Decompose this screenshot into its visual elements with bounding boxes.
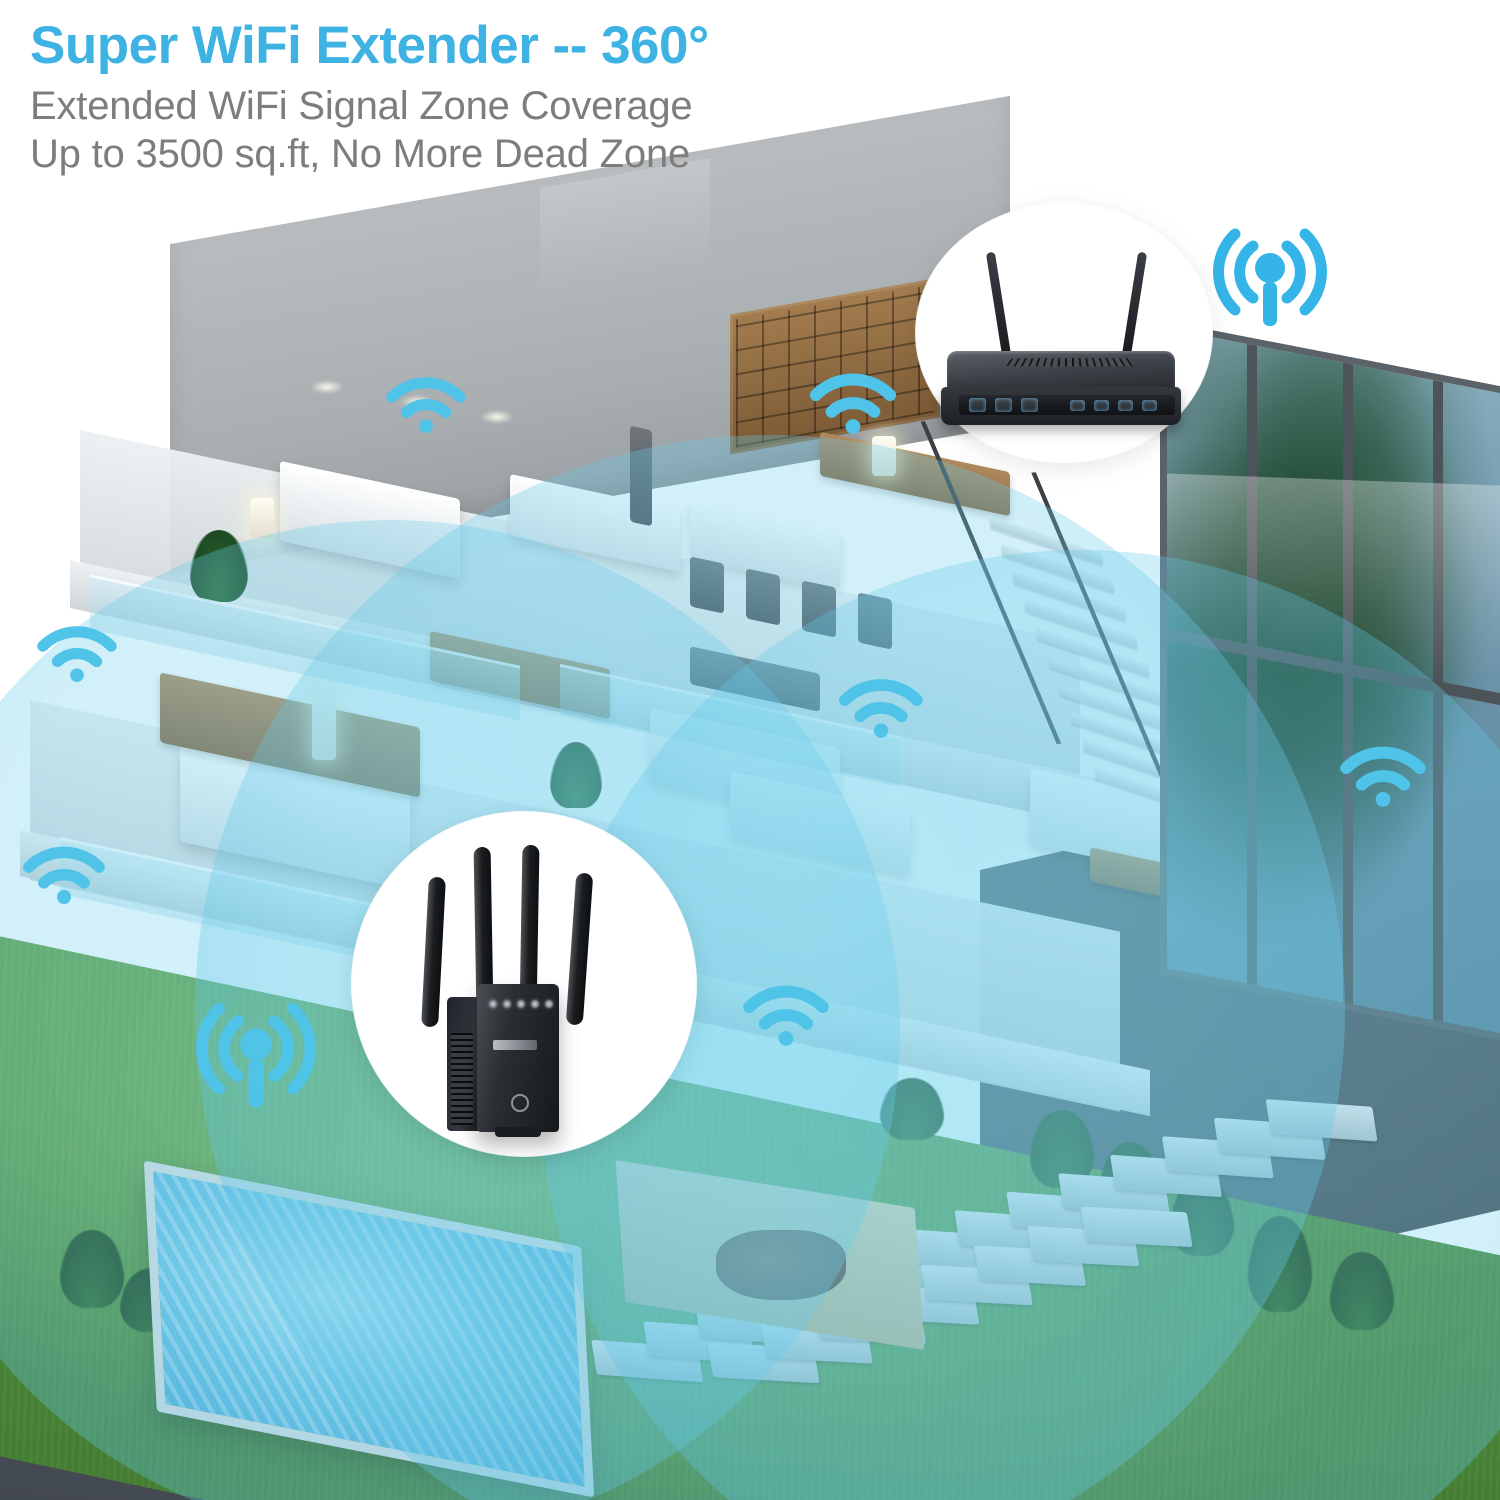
- header-block: Super WiFi Extender -- 360° Extended WiF…: [30, 18, 1030, 179]
- router-front-panel: [941, 387, 1181, 425]
- subtitle-line-1: Extended WiFi Signal Zone Coverage: [30, 83, 693, 128]
- extender-led: [531, 1000, 539, 1008]
- extender-led: [489, 1000, 497, 1008]
- wifi-range-extender: [399, 839, 649, 1137]
- router-lan-led-4: [1142, 399, 1157, 411]
- router-wan-led: [1021, 398, 1038, 412]
- glass-curtain-wall: [1160, 320, 1500, 1047]
- extender-led-row: [489, 1000, 553, 1008]
- extender-antenna-4: [565, 872, 594, 1026]
- router-antenna-left: [985, 251, 1012, 362]
- extender-led: [517, 1000, 525, 1008]
- dining-chair: [690, 556, 724, 614]
- router-power-led: [969, 398, 986, 412]
- router-top-shell: [947, 351, 1175, 391]
- router-wifi-led: [995, 398, 1012, 412]
- dining-table-upper: [820, 431, 1010, 517]
- ceiling-light: [310, 380, 344, 394]
- wifi-signal-icon-bedroom-upper: [383, 363, 469, 433]
- extender-led: [545, 1000, 553, 1008]
- router-lan-led-3: [1118, 399, 1133, 411]
- shrub: [880, 1078, 944, 1140]
- extender-brand-logo: [493, 1040, 537, 1050]
- extender-wps-button[interactable]: [511, 1094, 529, 1112]
- extender-led: [503, 1000, 511, 1008]
- ceiling-light: [480, 410, 514, 424]
- wifi-signal-icon-bedroom-left: [20, 832, 108, 904]
- floor-lamp: [312, 682, 336, 760]
- column: [630, 425, 652, 527]
- potted-plant: [190, 530, 248, 602]
- dining-chair: [802, 580, 836, 638]
- potted-plant: [550, 742, 602, 808]
- router-lan-led-2: [1094, 399, 1109, 411]
- extender-side-panel: [447, 997, 479, 1131]
- router-antenna-right: [1121, 251, 1148, 362]
- wifi-signal-icon-lounge-right: [1337, 731, 1429, 807]
- extender-plug-prongs: [495, 1127, 541, 1137]
- extender-antenna-1: [421, 876, 446, 1028]
- house-illustration: [0, 95, 1500, 1500]
- router-led-strip: [959, 395, 1175, 415]
- dining-chair: [746, 568, 780, 626]
- shrub: [1330, 1252, 1394, 1330]
- page-title: Super WiFi Extender -- 360°: [30, 16, 709, 75]
- wifi-signal-icon-garden: [740, 970, 832, 1046]
- router-vent-grille: [1006, 358, 1134, 367]
- broadcast-tower-icon-router: [1213, 224, 1327, 339]
- extender-body: [477, 984, 559, 1132]
- extender-callout-circle: [352, 812, 696, 1156]
- extender-vent-grille: [451, 1033, 473, 1125]
- wifi-signal-icon-terrace-left: [34, 612, 120, 682]
- wireless-router: [939, 243, 1189, 425]
- wifi-signal-icon-stairs: [836, 664, 926, 738]
- subtitle-line-2: Up to 3500 sq.ft, No More Dead Zone: [30, 132, 691, 177]
- broadcast-tower-icon-extender: [196, 998, 316, 1119]
- wifi-signal-icon-library: [806, 358, 900, 434]
- router-lan-led-1: [1070, 399, 1085, 411]
- toy-dog: [716, 1230, 846, 1300]
- router-callout-circle: [916, 204, 1212, 462]
- dining-chair: [858, 592, 892, 650]
- shrub: [60, 1230, 124, 1308]
- table-lamp: [872, 436, 896, 476]
- table-lamp: [250, 498, 274, 538]
- shrub: [1248, 1216, 1312, 1312]
